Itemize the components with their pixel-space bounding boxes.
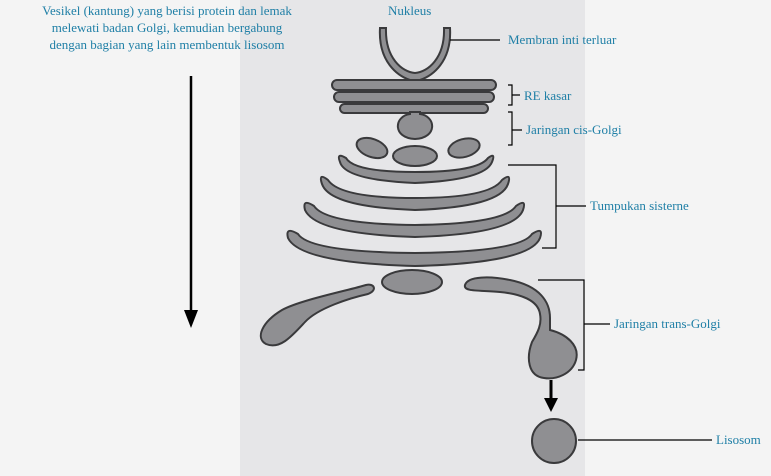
- nuclear-membrane: [378, 27, 452, 85]
- re-kasar-bracket: [508, 84, 520, 106]
- label-cis-golgi: Jaringan cis-Golgi: [526, 122, 622, 137]
- trans-golgi-right: [463, 276, 578, 380]
- lysosome-arrow: [544, 380, 558, 412]
- lysosome: [531, 418, 577, 464]
- cis-golgi-bracket: [508, 111, 522, 146]
- label-re-kasar: RE kasar: [524, 88, 572, 103]
- rough-er: [331, 79, 497, 114]
- trans-golgi-left: [259, 283, 375, 347]
- flow-arrow: [184, 76, 198, 328]
- cis-golgi-vesicle: [396, 111, 434, 141]
- tumpukan-bracket: [508, 164, 586, 249]
- cis-blob-right: [447, 137, 481, 159]
- label-lisosom: Lisosom: [716, 432, 761, 447]
- cis-blob-left: [355, 136, 389, 160]
- process-description: Vesikel (kantung) yang berisi protein da…: [2, 2, 332, 53]
- trans-golgi-middle: [381, 269, 443, 295]
- description-line-3: dengan bagian yang lain membentuk lisoso…: [49, 37, 285, 52]
- cis-blob-middle: [392, 145, 438, 167]
- description-line-1: Vesikel (kantung) yang berisi protein da…: [42, 3, 292, 18]
- description-line-2: melewati badan Golgi, kemudian bergabung: [51, 20, 283, 35]
- cisterna-stack: [286, 154, 542, 268]
- label-trans-golgi: Jaringan trans-Golgi: [614, 316, 721, 331]
- label-tumpukan-sisterne: Tumpukan sisterne: [590, 198, 689, 213]
- label-nukleus: Nukleus: [388, 3, 432, 18]
- trans-golgi-bracket: [538, 279, 610, 371]
- label-membran-inti: Membran inti terluar: [508, 32, 617, 47]
